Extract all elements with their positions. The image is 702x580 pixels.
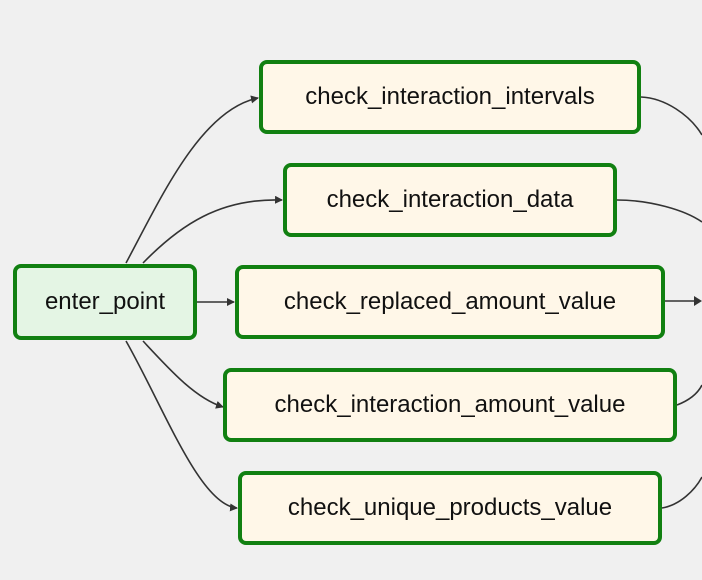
edge-to-check-interaction-intervals xyxy=(125,95,259,264)
node-label: check_interaction_data xyxy=(326,186,574,213)
node-check-replaced-amount-value[interactable]: check_replaced_amount_value xyxy=(235,265,665,339)
edge-out-check-interaction-intervals xyxy=(640,96,702,136)
node-label: check_unique_products_value xyxy=(287,494,613,521)
edge-to-check-interaction-data xyxy=(142,195,283,264)
node-label: check_replaced_amount_value xyxy=(283,288,617,315)
edge-out-check-interaction-amount-value xyxy=(676,384,702,406)
node-check-interaction-data[interactable]: check_interaction_data xyxy=(283,163,617,237)
node-label: check_interaction_amount_value xyxy=(274,391,626,418)
edge-out-check-unique-products-value xyxy=(661,476,702,509)
edge-out-check-interaction-data xyxy=(616,199,702,223)
node-enter-point[interactable]: enter_point xyxy=(13,264,197,340)
edge-to-check-unique-products-value xyxy=(125,340,238,512)
node-label: enter_point xyxy=(44,288,166,315)
edge-to-check-interaction-amount-value xyxy=(142,340,224,409)
node-label: check_interaction_intervals xyxy=(305,83,595,110)
node-check-interaction-amount-value[interactable]: check_interaction_amount_value xyxy=(223,368,677,442)
node-check-unique-products-value[interactable]: check_unique_products_value xyxy=(238,471,662,545)
node-check-interaction-intervals[interactable]: check_interaction_intervals xyxy=(259,60,641,134)
edge-out-arrowhead xyxy=(694,296,702,306)
